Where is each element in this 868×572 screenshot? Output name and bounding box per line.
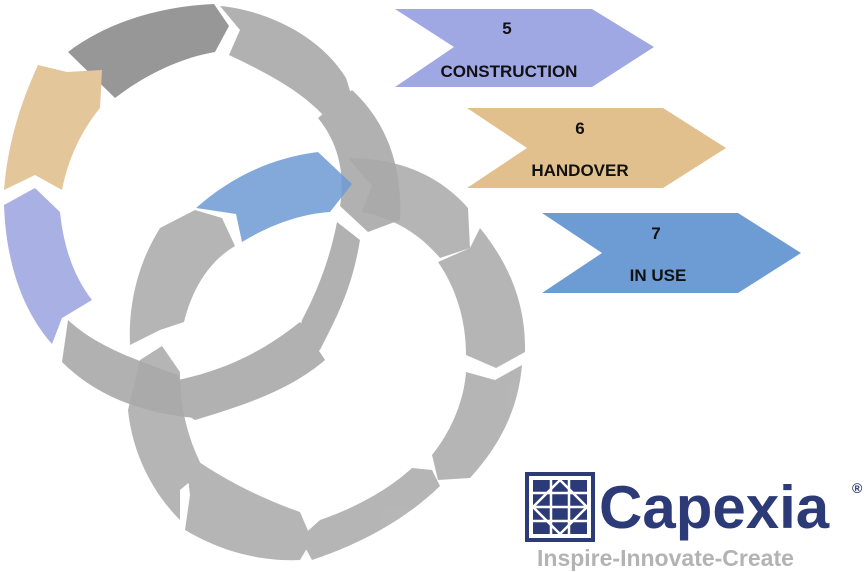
stage-number: 5 — [502, 19, 511, 38]
brand-name: Capexia — [599, 474, 830, 541]
cycle-segment-grey-f — [348, 158, 470, 258]
cycle-segment-grey-g — [438, 228, 526, 368]
cycle-segment-grey-l — [129, 210, 235, 345]
cycle-segment-tan — [4, 65, 102, 190]
registered-mark: ® — [852, 480, 863, 496]
cycle-segment-blue — [196, 152, 352, 242]
chevron-shape — [542, 213, 801, 293]
stage-label: IN USE — [630, 266, 687, 285]
cycle-segment-grey-d — [163, 322, 325, 420]
brand-tagline: Inspire-Innovate-Create — [537, 545, 794, 571]
cycle-segment-grey-i — [300, 468, 440, 560]
cycle-segment-lavender — [4, 188, 92, 344]
stage-chevron-6: 6 HANDOVER — [467, 108, 726, 188]
chevron-shape — [395, 9, 654, 87]
cycle-segment-grey-j — [185, 452, 312, 561]
grid-cube-icon — [525, 472, 595, 542]
chevron-shape — [467, 108, 726, 188]
cycle-ring-lower — [128, 152, 526, 561]
stage-number: 7 — [651, 224, 660, 243]
stage-number: 6 — [575, 119, 584, 138]
cycle-segment-grey-h — [432, 365, 522, 480]
stage-chevron-5: 5 CONSTRUCTION — [395, 9, 654, 87]
cycle-segment-dark — [68, 4, 229, 98]
stage-label: CONSTRUCTION — [441, 62, 578, 81]
cycle-segment-grey-c — [290, 222, 360, 366]
stage-label: HANDOVER — [531, 161, 628, 180]
cycle-segment-grey-k — [128, 346, 204, 520]
stage-chevron-7: 7 IN USE — [542, 213, 801, 293]
cycle-segment-grey-a — [220, 6, 356, 116]
capexia-logo: Capexia ® Inspire-Innovate-Create — [525, 472, 863, 571]
cycle-ring-upper — [4, 4, 401, 420]
